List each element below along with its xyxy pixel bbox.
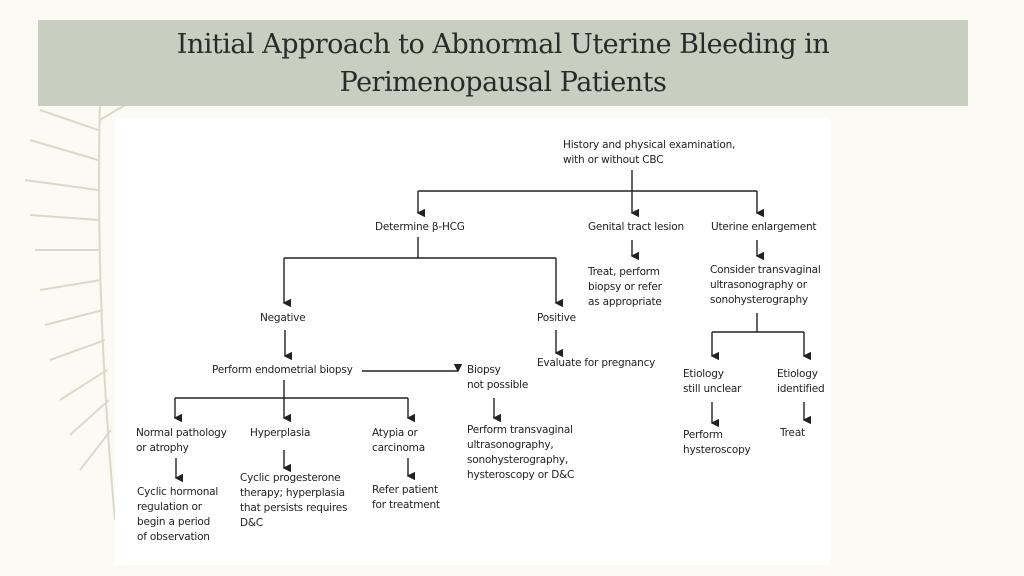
palm-leaf-decoration: [24, 100, 126, 521]
node-perform-tvus: Perform transvaginal ultrasonography, so…: [467, 424, 575, 481]
node-uterine-enlargement: Uterine enlargement: [711, 221, 817, 233]
node-determine-hcg: Determine β-HCG: [375, 221, 465, 233]
node-biopsy-not-possible: Biopsy not possible: [467, 364, 529, 391]
node-consider-tvus: Consider transvaginal ultrasonography or…: [710, 264, 821, 306]
node-cyclic-hormonal: Cyclic hormonal regulation or begin a pe…: [137, 486, 219, 543]
title-banner: [38, 20, 968, 106]
node-positive: Positive: [537, 312, 576, 324]
slide-title: Initial Approach to Abnormal Uterine Ble…: [176, 29, 830, 98]
flowchart-panel: [115, 118, 830, 565]
node-cyclic-progesterone: Cyclic progesterone therapy; hyperplasia…: [240, 472, 348, 529]
node-etiology-identified: Etiology identified: [777, 368, 825, 395]
node-etiology-unclear: Etiology still unclear: [683, 368, 742, 395]
node-history-exam: History and physical examination, with o…: [563, 139, 736, 166]
node-perform-hysteroscopy: Perform hysteroscopy: [683, 429, 751, 456]
node-atypia: Atypia or carcinoma: [372, 427, 425, 454]
node-treat-lesion: Treat, perform biopsy or refer as approp…: [588, 266, 662, 308]
node-evaluate-pregnancy: Evaluate for pregnancy: [537, 357, 656, 369]
node-normal-pathology: Normal pathology or atrophy: [136, 427, 227, 454]
node-negative: Negative: [260, 312, 306, 324]
node-hyperplasia: Hyperplasia: [250, 427, 311, 439]
node-treat: Treat: [780, 427, 805, 439]
node-endometrial-biopsy: Perform endometrial biopsy: [212, 364, 353, 376]
node-genital-lesion: Genital tract lesion: [588, 221, 684, 233]
node-refer-patient: Refer patient for treatment: [372, 484, 440, 511]
